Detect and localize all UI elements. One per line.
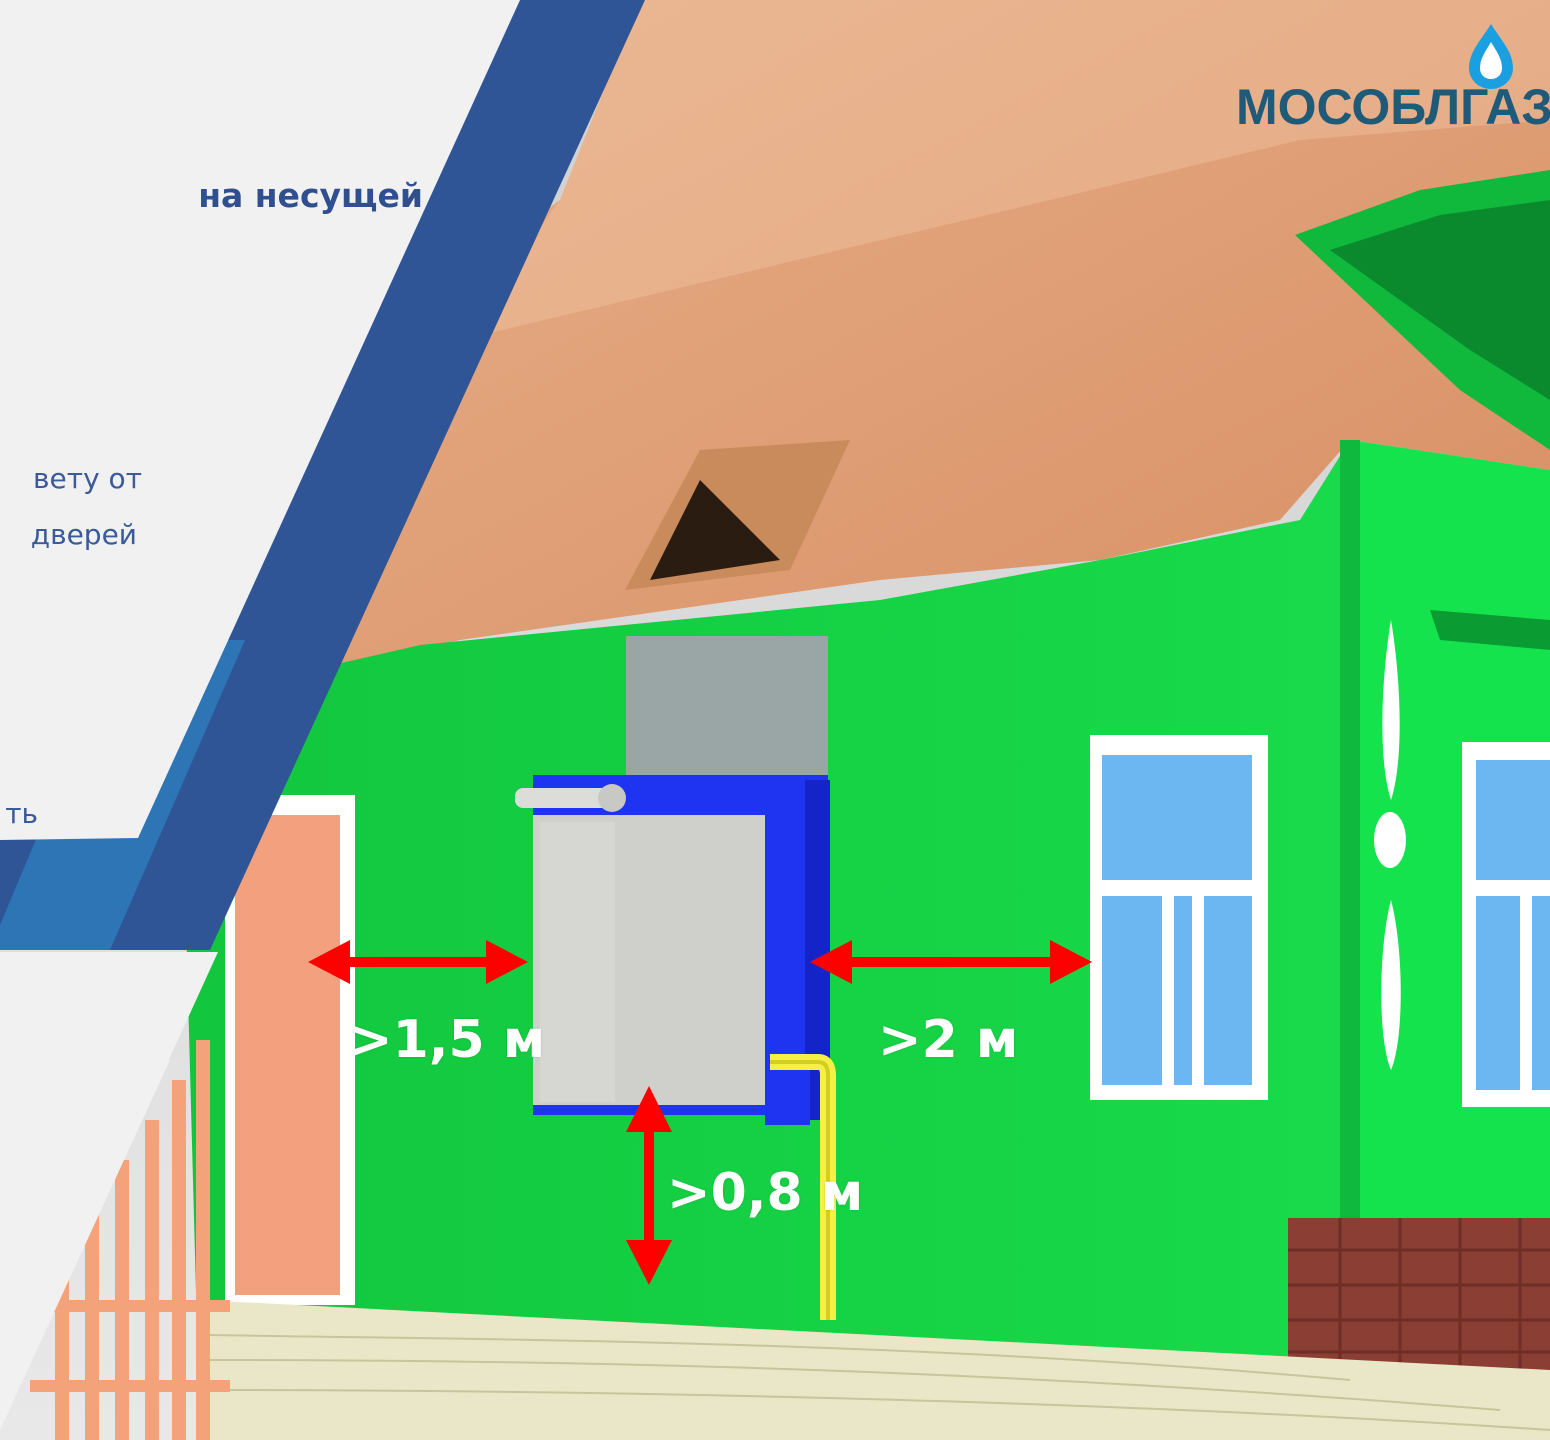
wall-ornament [1374, 620, 1406, 1070]
gable-inner [1330, 200, 1550, 400]
distance-to-window-label: >2 м [878, 1010, 1019, 1070]
body-text-line-3: ть [5, 797, 38, 830]
right-doorway [1430, 610, 1550, 650]
text-panel [0, 0, 520, 840]
dormer-hole [650, 480, 780, 580]
boiler [515, 775, 836, 1320]
text-panel-lower-2 [0, 1060, 170, 1430]
roof [230, 0, 1550, 700]
logo-wordmark: МОСОБЛГАЗ [1236, 79, 1550, 135]
window-2 [1462, 742, 1550, 1107]
wall-corner-shadow [1340, 440, 1360, 1360]
gas-flame-drop-icon [1469, 24, 1513, 89]
company-logo: МОСОБЛГАЗ [1236, 14, 1550, 135]
window-1 [1090, 735, 1268, 1100]
distance-to-door-label: >1,5 м [349, 1010, 546, 1070]
body-text-line-1: вету от [33, 462, 142, 495]
roof-shade [460, 0, 1550, 340]
slide-title: на несущей [198, 176, 423, 215]
wall-recess-shade [626, 636, 828, 796]
body-text-line-2: дверей [30, 518, 137, 551]
door [235, 815, 340, 1295]
ground [200, 1300, 1550, 1440]
wall-main [180, 440, 1550, 1440]
brick-plinth [1288, 1218, 1550, 1378]
distance-to-ground-label: >0,8 м [667, 1163, 864, 1223]
wall-right [1350, 440, 1550, 1420]
dimension-arrows [308, 940, 1092, 1285]
